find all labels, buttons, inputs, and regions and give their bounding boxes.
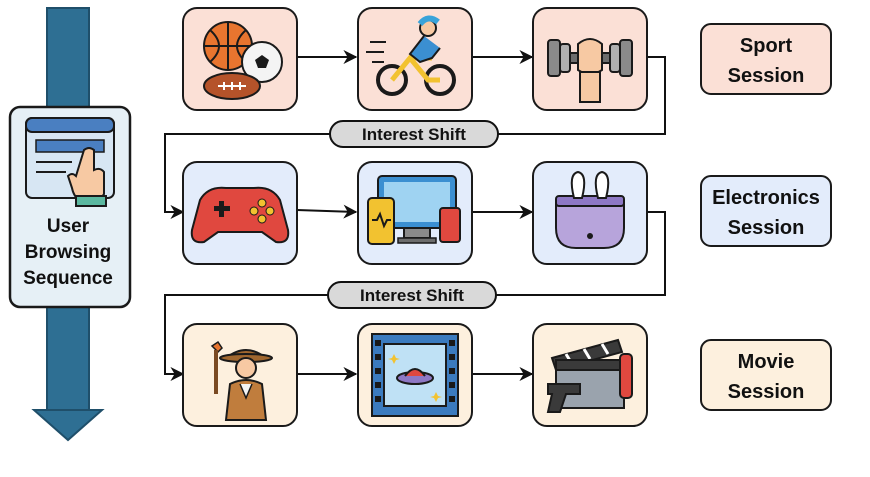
- interest-shift-label-1: Interest Shift: [329, 120, 499, 148]
- svg-text:Interest Shift: Interest Shift: [362, 125, 466, 144]
- cyclist-icon: [366, 15, 456, 96]
- user-browsing-panel: User Browsing Sequence: [8, 105, 132, 309]
- balls-icon: [203, 21, 283, 100]
- row-arrows: [296, 50, 534, 381]
- dumbbell-icon: [547, 38, 633, 103]
- devices-icon: [367, 175, 461, 245]
- panel-label-line3: Sequence: [23, 268, 113, 289]
- panel-label-line1: User: [47, 216, 90, 237]
- sport-row: [182, 7, 648, 111]
- explorer-icon: [210, 340, 273, 421]
- gamepad-icon: [190, 186, 290, 244]
- browser-click-icon: [25, 117, 115, 207]
- sport-session-box: Sport Session: [700, 23, 832, 95]
- svg-text:Movie: Movie: [738, 351, 795, 373]
- svg-text:Sport: Sport: [740, 35, 793, 57]
- svg-text:Electronics: Electronics: [712, 187, 820, 209]
- svg-text:Session: Session: [728, 65, 805, 87]
- movie-session-box: Movie Session: [700, 339, 832, 411]
- svg-text:Session: Session: [728, 217, 805, 239]
- interest-shift-label-2: Interest Shift: [327, 281, 497, 309]
- electronics-row: [182, 161, 648, 265]
- electronics-session-box: Electronics Session: [700, 175, 832, 247]
- panel-label-line2: Browsing: [25, 242, 112, 263]
- scifi-film-icon: [371, 333, 459, 417]
- clapperboard-icon: [546, 338, 633, 413]
- movie-row: [182, 323, 648, 427]
- svg-text:Interest Shift: Interest Shift: [360, 286, 464, 305]
- svg-text:Session: Session: [728, 381, 805, 403]
- earbuds-icon: [555, 170, 625, 249]
